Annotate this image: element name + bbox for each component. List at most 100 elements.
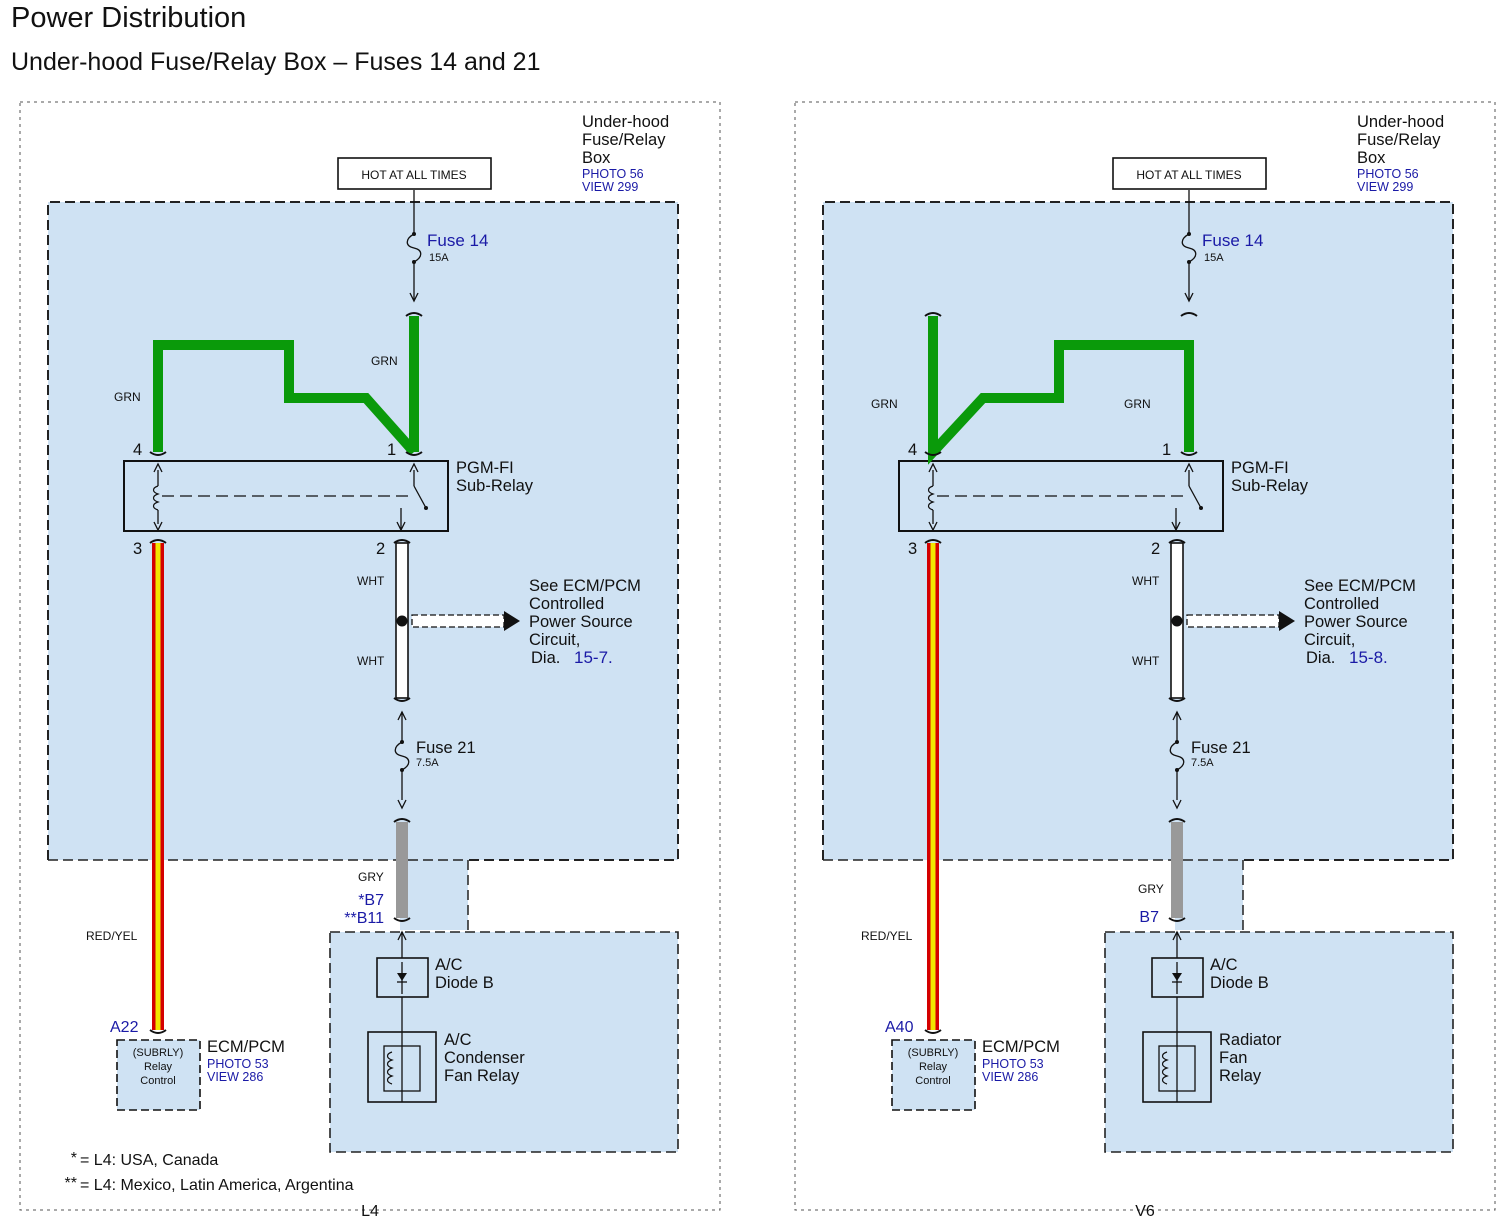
fuse-box-border: [823, 859, 1244, 930]
coil-icon: [386, 1051, 394, 1085]
panel-label: V6: [1135, 1203, 1155, 1220]
wire-label-red-yel: RED/YEL: [86, 929, 138, 943]
wire-label-gry: GRY: [358, 870, 384, 884]
fuse-box-area: [48, 202, 678, 930]
wire-red-yel: [152, 543, 164, 1030]
fuse-b-name: Fuse 21: [1191, 739, 1251, 757]
fuse-b-name: Fuse 21: [416, 739, 476, 757]
wire-label-grn: GRN: [1124, 397, 1151, 411]
arrow-up-icon: [409, 462, 419, 473]
pin-1: 1: [1162, 441, 1171, 459]
connector-pin: *B7: [358, 892, 384, 909]
relay2-name-line: Relay: [1219, 1067, 1262, 1085]
page-subtitle: Under-hood Fuse/Relay Box – Fuses 14 and…: [11, 48, 541, 76]
footnote-text: = L4: USA, Canada: [80, 1152, 218, 1169]
diode-name-line: Diode B: [1210, 974, 1269, 992]
fuse-symbol-icon: [394, 712, 410, 800]
connector-cap: [1168, 818, 1186, 823]
wire-grn: [928, 316, 1194, 465]
fuse-box-area: [823, 202, 1453, 930]
arrow-down-icon: [153, 521, 163, 532]
pin-3: 3: [908, 540, 917, 558]
dia-ref-link[interactable]: 15-8.: [1349, 648, 1388, 667]
fuse-box-border: [47, 201, 679, 861]
connector-pin: **B11: [344, 910, 384, 927]
switch-blade: [1188, 485, 1202, 509]
see-text-line: Power Source: [1304, 613, 1408, 631]
connector-cap: [1180, 451, 1198, 456]
connector-cap: [393, 818, 411, 823]
relay-name-line: Sub-Relay: [456, 477, 534, 495]
relay-name-line: Sub-Relay: [1231, 477, 1309, 495]
box-name-line: Fuse/Relay: [1357, 131, 1441, 149]
wire-yel-stripe: [930, 543, 936, 1030]
wire-label-red-yel: RED/YEL: [861, 929, 913, 943]
relay2-name-line: A/C: [444, 1031, 472, 1049]
panel-frame: [19, 101, 721, 1211]
footnote-mark: **: [65, 1175, 77, 1192]
wire-gry: [1171, 822, 1183, 918]
ecm-pin: A40: [885, 1019, 914, 1036]
hot-at-all-times-box: [337, 157, 492, 190]
fuse-symbol-icon: [406, 226, 422, 270]
ecm-inner-line: (SUBRLY): [133, 1047, 184, 1059]
ecm-inner-line: Control: [140, 1075, 175, 1087]
pin-1: 1: [387, 441, 396, 459]
fuse-element: [1181, 233, 1197, 263]
relay-name-line: PGM-FI: [1231, 459, 1289, 477]
relay2-name-line: Radiator: [1219, 1031, 1282, 1049]
hot-at-all-times-box: [1112, 157, 1267, 190]
box-view-ref: VIEW 299: [1357, 180, 1413, 194]
switch-blade: [413, 485, 427, 509]
arrow-down-icon: [1171, 521, 1181, 532]
wire-label-wht: WHT: [357, 654, 385, 668]
connector-cap: [149, 451, 167, 456]
ecm-view-ref: VIEW 286: [207, 1070, 263, 1084]
splice-dot: [396, 615, 408, 627]
dia-prefix: Dia.: [531, 649, 560, 667]
switch-contact: [424, 506, 428, 510]
fuse-b-rating: 7.5A: [1191, 757, 1214, 769]
continued-wire-dashed: [411, 614, 505, 628]
ecm-pcm-box: [891, 1039, 976, 1111]
ecm-inner-line: Relay: [144, 1061, 173, 1073]
ecm-photo-ref: PHOTO 53: [982, 1057, 1044, 1071]
box-name-line: Box: [1357, 149, 1386, 167]
wire-label-wht: WHT: [357, 574, 385, 588]
diode-name-line: A/C: [1210, 956, 1238, 974]
connector-cap: [405, 451, 423, 456]
see-text-line: Power Source: [529, 613, 633, 631]
fuse-element: [406, 233, 422, 263]
wire-yel-stripe: [155, 543, 161, 1030]
connector-cap: [924, 451, 942, 456]
ecm-inner-line: Relay: [919, 1061, 948, 1073]
pgm-fi-sub-relay-box: [123, 460, 449, 532]
footnote-mark: *: [71, 1150, 77, 1167]
see-text-line: See ECM/PCM: [529, 577, 641, 595]
wire-label-wht: WHT: [1132, 654, 1160, 668]
connector-cap: [924, 1029, 942, 1034]
connector-cap: [149, 539, 167, 544]
arrow-right-icon: [504, 611, 520, 631]
ecm-pcm-box: [116, 1039, 201, 1111]
dia-ref-link[interactable]: 15-7.: [574, 648, 613, 667]
connector-pin: B7: [1139, 909, 1159, 926]
pin-2: 2: [1151, 540, 1160, 558]
fuse-element: [1169, 741, 1185, 771]
ecm-view-ref: VIEW 286: [982, 1070, 1038, 1084]
arrow-down-icon: [396, 521, 406, 532]
component-box: [1104, 931, 1454, 1153]
ecm-inner-line: (SUBRLY): [908, 1047, 959, 1059]
arrow-down-icon: [409, 292, 419, 303]
fuse-b-rating: 7.5A: [416, 757, 439, 769]
hot-at-all-times-label: HOT AT ALL TIMES: [361, 168, 466, 182]
wire-red-yel: [927, 543, 939, 1030]
fuse-element: [394, 741, 410, 771]
connector-cap: [393, 697, 411, 702]
see-text-line: See ECM/PCM: [1304, 577, 1416, 595]
box-name-line: Fuse/Relay: [582, 131, 666, 149]
see-text-line: Circuit,: [1304, 631, 1355, 649]
relay2-name-line: Fan: [1219, 1049, 1247, 1067]
